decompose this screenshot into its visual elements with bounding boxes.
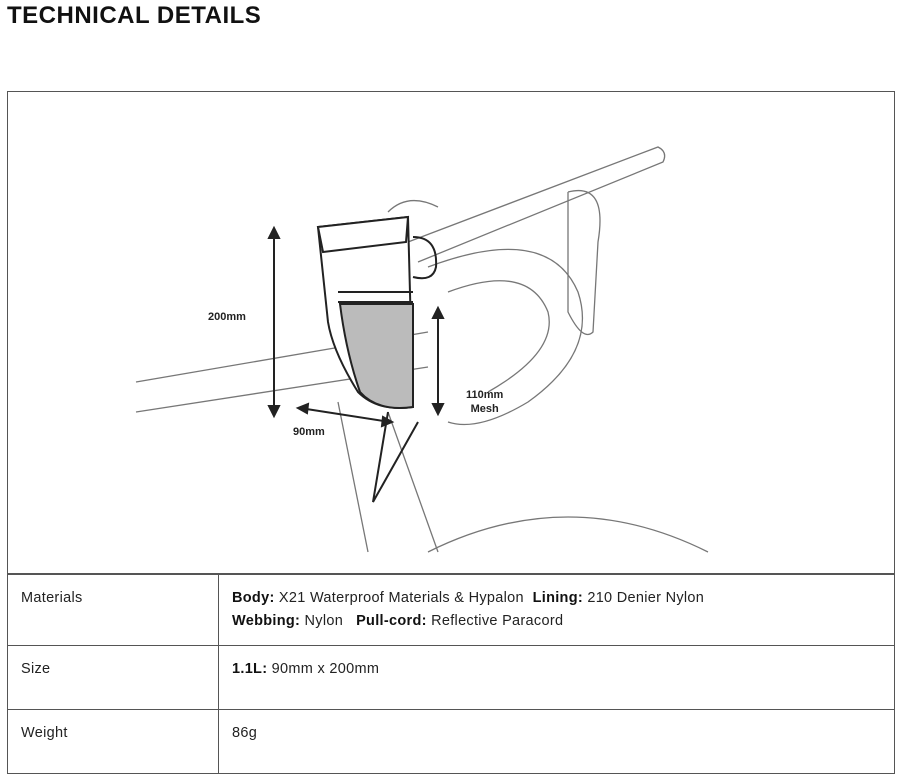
spec-key: Webbing: [232,613,301,629]
spec-text: Nylon [300,613,357,629]
spec-text: 90mm x 200mm [267,661,380,677]
handlebar [407,146,666,263]
spec-key: 1.1L: [232,661,268,677]
table-row: Size 1.1L: 90mm x 200mm [7,645,895,710]
spec-label: Size [7,645,219,710]
product-diagram: 200mm 90mm 110mm Mesh [7,91,895,573]
mesh-panel [338,303,414,409]
spec-label: Materials [7,573,219,646]
mesh-dimension-label: 110mm Mesh [466,388,503,416]
table-row: Weight 86g [7,709,895,774]
spec-key: Lining: [532,590,583,606]
spec-text: Reflective Paracord [426,613,564,629]
width-dimension-label: 90mm [293,426,325,438]
drop-bar [427,248,584,426]
spec-text: 86g [232,725,258,741]
spec-value: 1.1L: 90mm x 200mm [218,645,895,710]
spec-value: 86g [218,709,895,774]
strap [372,411,419,503]
spec-text: 210 Denier Nylon [583,590,705,606]
page-title: TECHNICAL DETAILS [7,2,262,29]
spec-text: X21 Waterproof Materials & Hypalon [274,590,533,606]
spec-value: Body: X21 Waterproof Materials & Hypalon… [218,573,895,646]
wheel [427,516,709,553]
specs-table: Materials Body: X21 Waterproof Materials… [7,573,895,774]
table-row: Materials Body: X21 Waterproof Materials… [7,573,895,646]
spec-key: Pull-cord: [356,613,427,629]
mesh-word: Mesh [470,403,499,415]
spec-key: Body: [232,590,275,606]
bike-bag-illustration [135,146,709,553]
mesh-size: 110mm [466,389,504,401]
brake-lever [567,190,601,336]
head-tube [337,401,439,553]
spec-label: Weight [7,709,219,774]
height-dimension-label: 200mm [208,311,246,323]
